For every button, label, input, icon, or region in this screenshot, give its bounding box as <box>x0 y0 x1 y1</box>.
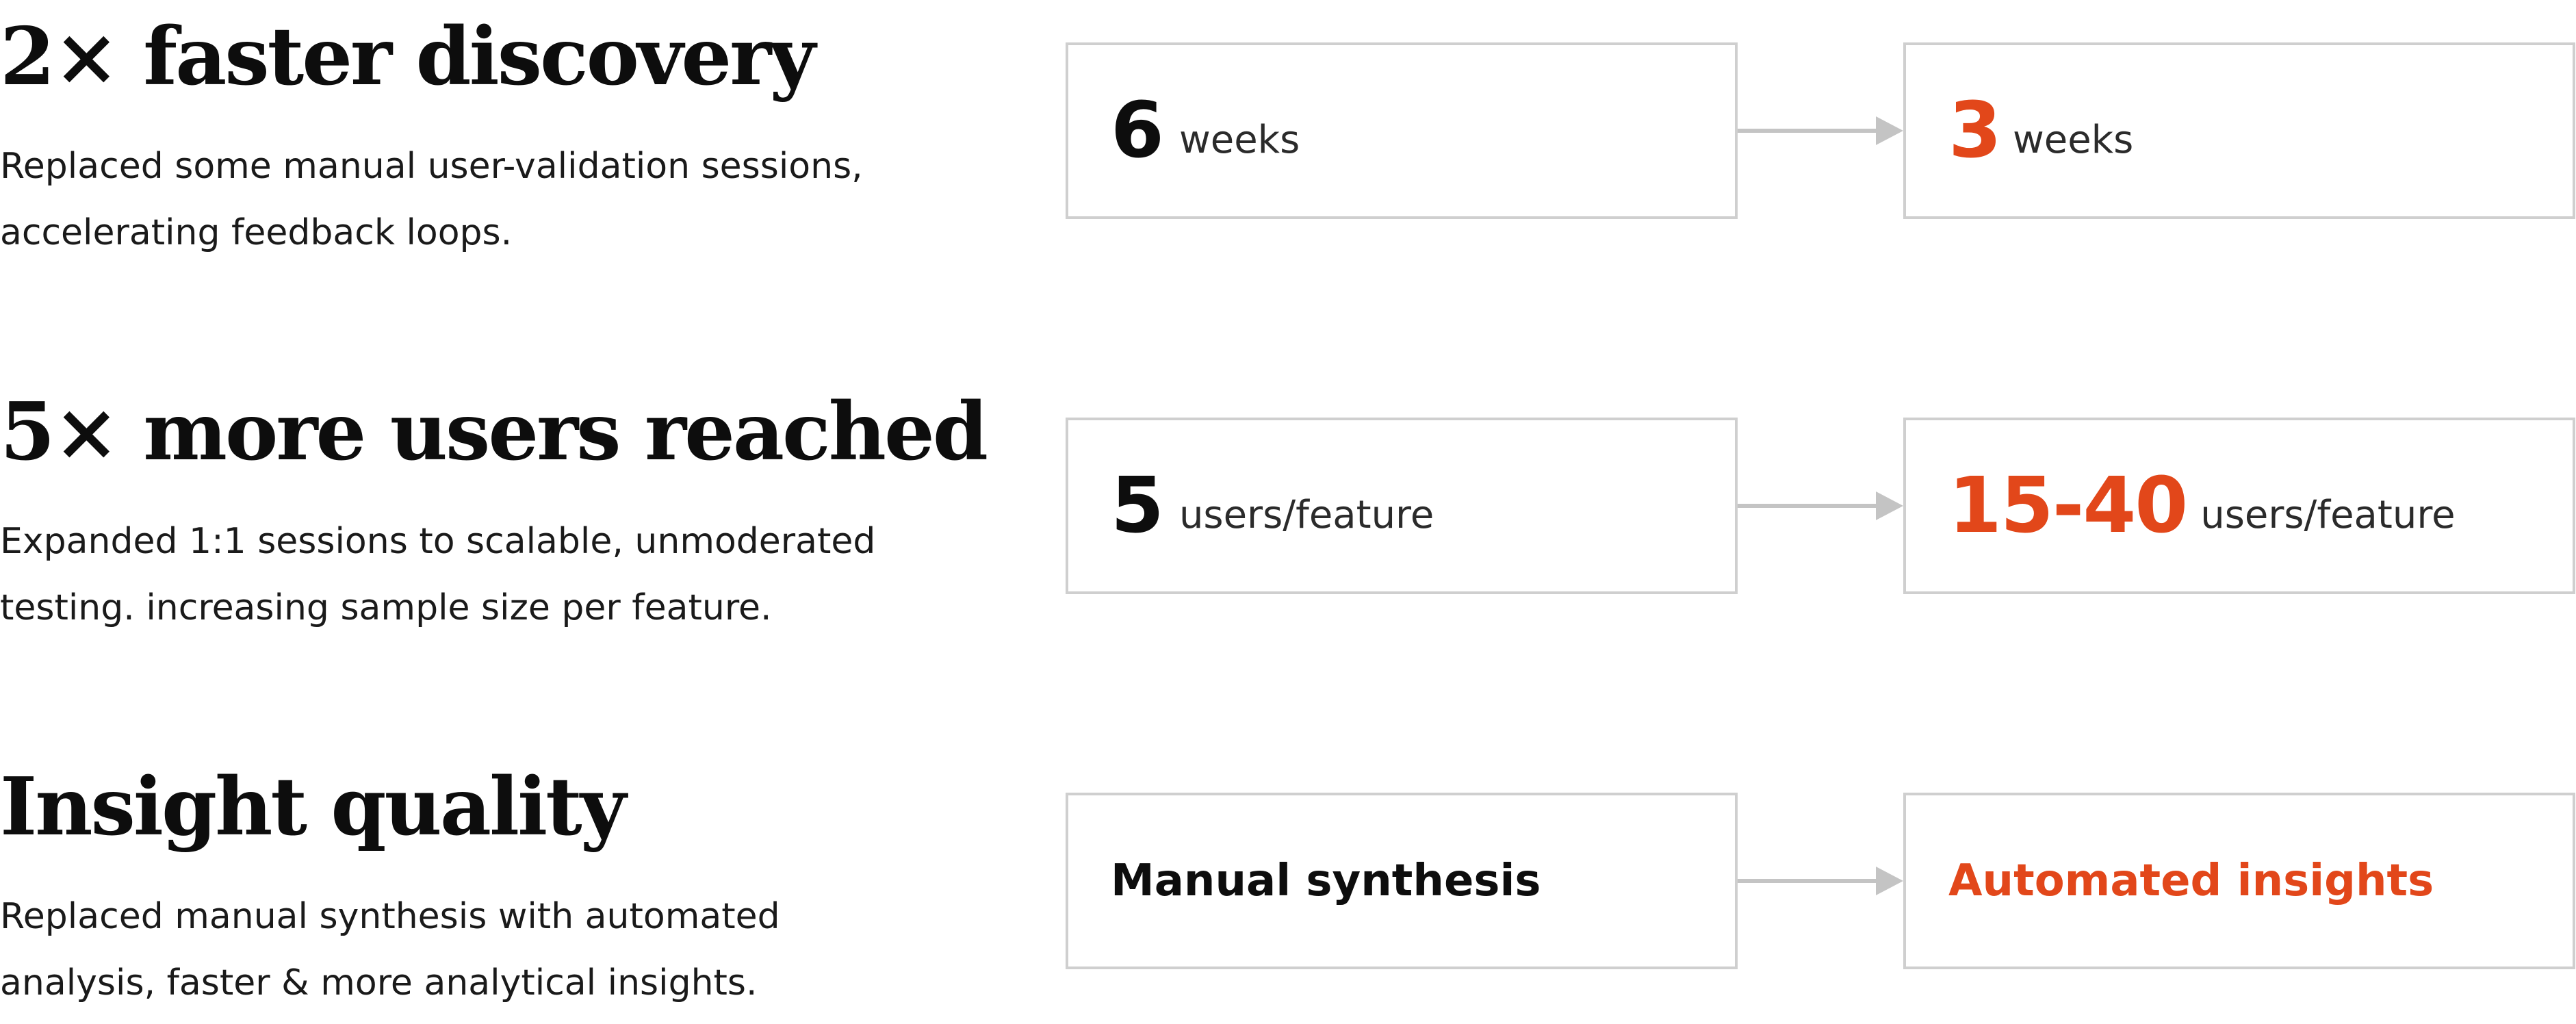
metric-heading: Insight quality <box>0 760 626 854</box>
metric-description-line: Replaced some manual user-validation ses… <box>0 146 863 187</box>
after-value-box: 15-40 users/feature <box>1903 418 2575 594</box>
metric-row-insight-quality: Insight quality Replaced manual synthesi… <box>0 750 2576 1024</box>
before-unit: weeks <box>1178 118 1300 162</box>
before-unit: users/feature <box>1178 493 1434 537</box>
after-value: 15-40 <box>1948 461 2188 550</box>
arrow-right-icon <box>1738 867 1903 895</box>
before-value: 6 <box>1111 86 1164 175</box>
after-value-box: Automated insights <box>1903 793 2575 969</box>
metric-row-more-users: 5× more users reached Expanded 1:1 sessi… <box>0 375 2576 649</box>
before-value-box: 6 weeks <box>1066 42 1738 219</box>
metric-heading: 5× more users reached <box>0 385 988 478</box>
before-value: 5 <box>1111 461 1164 550</box>
metric-row-faster-discovery: 2× faster discovery Replaced some manual… <box>0 0 2576 274</box>
metric-description: Expanded 1:1 sessions to scalable, unmod… <box>0 509 999 641</box>
after-value-box: 3 weeks <box>1903 42 2575 219</box>
metric-description: Replaced some manual user-validation ses… <box>0 133 999 266</box>
metric-description-line: Replaced manual synthesis with automated <box>0 896 780 937</box>
after-value: 3 <box>1948 86 2002 175</box>
after-label: Automated insights <box>1948 856 2434 906</box>
arrow-right-icon <box>1738 491 1903 520</box>
before-label: Manual synthesis <box>1111 856 1541 906</box>
before-value-box: Manual synthesis <box>1066 793 1738 969</box>
arrow-right-icon <box>1738 116 1903 145</box>
before-value-box: 5 users/feature <box>1066 418 1738 594</box>
metric-description: Replaced manual synthesis with automated… <box>0 884 999 1016</box>
metric-description-line: analysis, faster & more analytical insig… <box>0 962 758 1003</box>
metric-description-line: testing. increasing sample size per feat… <box>0 587 772 628</box>
after-unit: users/feature <box>2200 493 2456 537</box>
metric-description-line: Expanded 1:1 sessions to scalable, unmod… <box>0 521 876 562</box>
metric-description-line: accelerating feedback loops. <box>0 212 513 253</box>
after-unit: weeks <box>2012 118 2134 162</box>
metric-heading: 2× faster discovery <box>0 10 816 103</box>
